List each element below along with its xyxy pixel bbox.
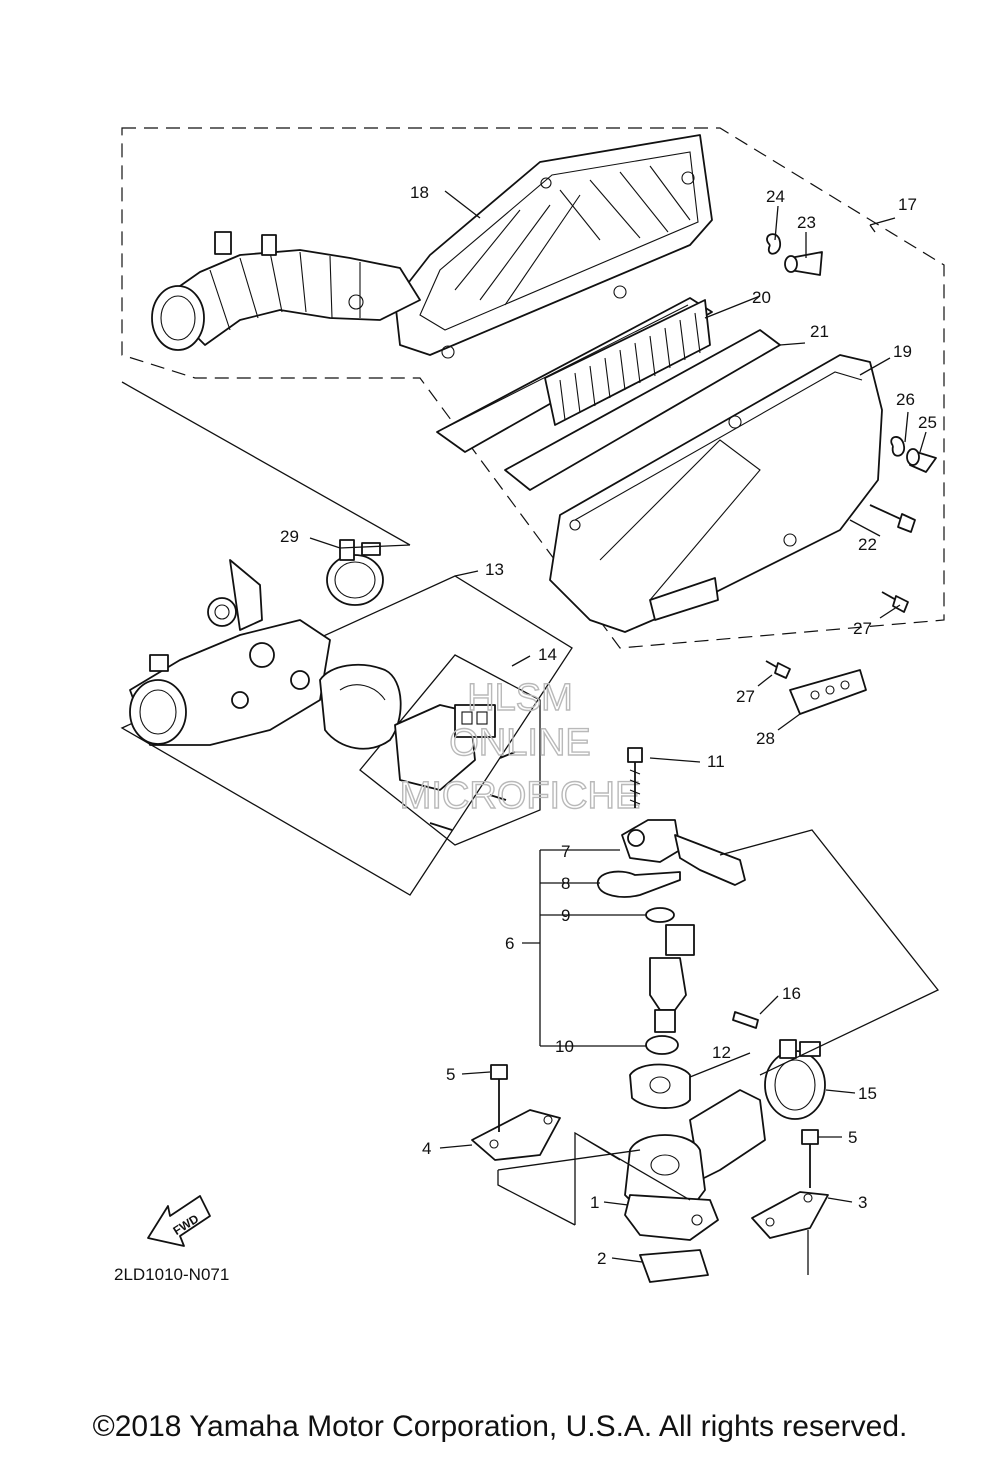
watermark-line-2: ONLINE bbox=[449, 722, 590, 764]
callout-12: 12 bbox=[712, 1043, 731, 1062]
copyright-notice: ©2018 Yamaha Motor Corporation, U.S.A. A… bbox=[92, 1410, 908, 1443]
fwd-arrow-icon: FWD bbox=[147, 1195, 211, 1247]
callout-26: 26 bbox=[896, 390, 915, 409]
leader-lines bbox=[121, 190, 927, 1263]
bolt-5-right bbox=[801, 1129, 819, 1188]
callout-10: 10 bbox=[555, 1037, 574, 1056]
watermark: HLSM ONLINE MICROFICHE bbox=[399, 676, 641, 817]
callout-28: 28 bbox=[756, 729, 775, 748]
bracket-3 bbox=[751, 1191, 829, 1239]
watermark-line-1: HLSM bbox=[467, 677, 573, 719]
bolt-11 bbox=[627, 747, 643, 808]
fuel-hose-joint-7 bbox=[621, 819, 746, 886]
callout-4: 4 bbox=[422, 1139, 431, 1158]
screw-27-lower bbox=[765, 660, 791, 679]
callout-6: 6 bbox=[505, 934, 514, 953]
bolt-5-left bbox=[490, 1064, 508, 1132]
screw-22 bbox=[869, 504, 916, 533]
cap-23 bbox=[784, 251, 823, 276]
callout-15: 15 bbox=[858, 1084, 877, 1103]
callout-25: 25 bbox=[918, 413, 937, 432]
fuel-injector-6 bbox=[649, 924, 695, 1033]
gasket-2 bbox=[639, 1249, 709, 1283]
o-ring-9 bbox=[645, 907, 675, 923]
callout-23: 23 bbox=[797, 213, 816, 232]
throttle-body bbox=[129, 559, 331, 746]
clip-26 bbox=[890, 436, 905, 457]
air-cleaner-case bbox=[151, 134, 713, 359]
o-ring-10 bbox=[645, 1035, 679, 1055]
throttle-body-group-boundary bbox=[120, 575, 573, 896]
clamp-15 bbox=[764, 1039, 826, 1120]
callout-8: 8 bbox=[561, 874, 570, 893]
callout-21: 21 bbox=[810, 322, 829, 341]
air-cleaner-cap bbox=[549, 354, 883, 633]
screw-27-upper bbox=[881, 591, 909, 613]
callout-20: 20 bbox=[752, 288, 771, 307]
callout-27-upper: 27 bbox=[853, 619, 872, 638]
callout-labels: 18 17 24 23 20 21 19 26 25 22 27 27 28 2… bbox=[280, 183, 937, 1268]
callout-7: 7 bbox=[561, 842, 570, 861]
clip-24 bbox=[766, 233, 781, 255]
clamp-29 bbox=[326, 539, 384, 606]
callout-11: 11 bbox=[707, 752, 725, 771]
callout-18: 18 bbox=[410, 183, 429, 202]
air-filter-element bbox=[436, 297, 713, 453]
throttle-position-sensor bbox=[319, 663, 516, 831]
callout-5-left: 5 bbox=[446, 1065, 455, 1084]
callout-22: 22 bbox=[858, 535, 877, 554]
leader-15-group bbox=[719, 829, 940, 1076]
callout-9: 9 bbox=[561, 906, 570, 925]
callout-19: 19 bbox=[893, 342, 912, 361]
callout-2: 2 bbox=[597, 1249, 606, 1268]
bracket-4 bbox=[471, 1109, 561, 1161]
callout-24: 24 bbox=[766, 187, 785, 206]
watermark-line-3: MICROFICHE bbox=[400, 775, 641, 817]
callout-29: 29 bbox=[280, 527, 299, 546]
clip-8 bbox=[597, 870, 681, 898]
callout-17: 17 bbox=[898, 195, 917, 214]
callout-3: 3 bbox=[858, 1193, 867, 1212]
callout-5-right: 5 bbox=[848, 1128, 857, 1147]
callout-16: 16 bbox=[782, 984, 801, 1003]
injector-holder-12 bbox=[629, 1063, 691, 1109]
callout-1: 1 bbox=[590, 1193, 599, 1212]
callout-13: 13 bbox=[485, 560, 504, 579]
plate-28 bbox=[789, 669, 867, 715]
sensor-group-boundary bbox=[359, 654, 541, 846]
diagram-code: 2LD1010-N071 bbox=[114, 1265, 229, 1284]
intake-group-boundary bbox=[497, 1131, 809, 1275]
cap-25 bbox=[906, 448, 937, 473]
intake-joint-1 bbox=[624, 1089, 766, 1241]
pin-16 bbox=[732, 1011, 759, 1029]
callout-14: 14 bbox=[538, 645, 557, 664]
callout-27-lower: 27 bbox=[736, 687, 755, 706]
air-cleaner-group-boundary bbox=[121, 127, 945, 649]
